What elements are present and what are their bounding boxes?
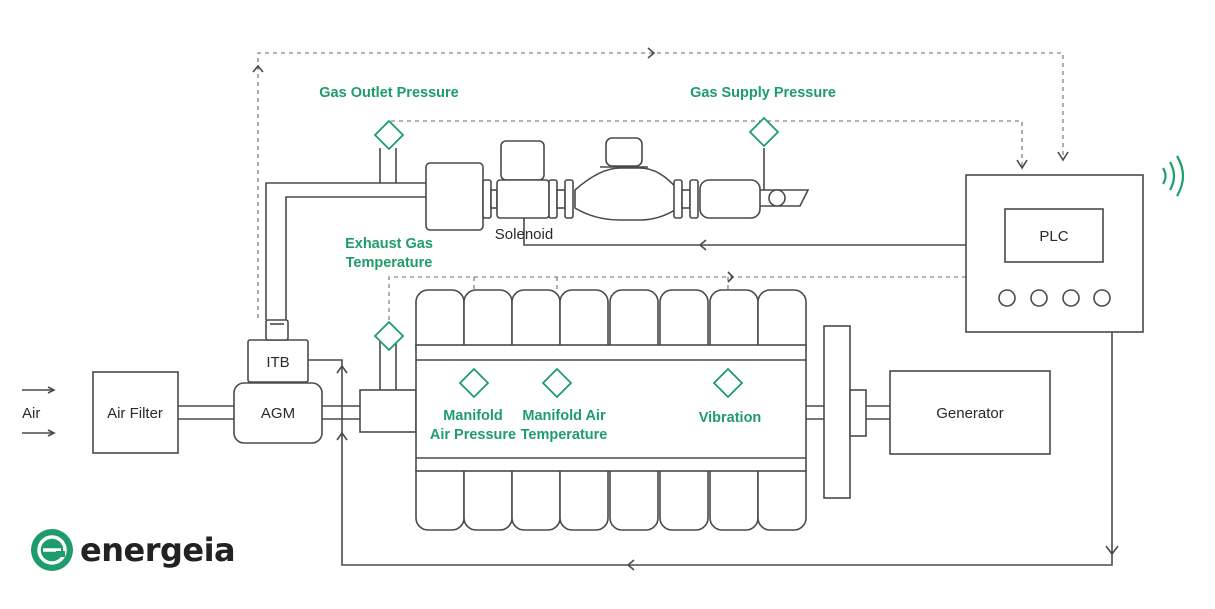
return-loop — [308, 332, 1119, 571]
engine-block — [359, 289, 1051, 531]
solenoid-label: Solenoid — [495, 226, 553, 243]
manifold-pressure-label-line2: Air Pressure — [430, 427, 516, 443]
wireless-signal-icon — [1162, 155, 1185, 197]
gas-outlet-pressure-label: Gas Outlet Pressure — [319, 85, 458, 101]
itb-label: ITB — [266, 354, 289, 371]
signal-loop-top — [252, 47, 1069, 318]
manifold-pressure-label-line1: Manifold — [443, 408, 503, 424]
generator-label: Generator — [936, 405, 1004, 422]
gas-supply-pressure-sensor-icon — [748, 116, 780, 148]
gas-supply-pressure-label: Gas Supply Pressure — [690, 85, 836, 101]
air-filter-label: Air Filter — [107, 405, 163, 422]
vibration-sensor-icon — [712, 367, 744, 399]
exhaust-gas-label-line2: Temperature — [346, 255, 433, 271]
energeia-logo-icon — [31, 529, 73, 571]
agm-label: AGM — [261, 405, 295, 422]
exhaust-gas-temperature-sensor-icon — [373, 320, 405, 352]
gas-outlet-pressure-sensor-icon — [373, 119, 405, 151]
air-label: Air — [22, 405, 40, 422]
gas-train — [265, 137, 966, 320]
manifold-air-temperature-sensor-icon — [541, 367, 573, 399]
plc-label: PLC — [1039, 228, 1068, 245]
manifold-temp-label-line1: Manifold Air — [522, 408, 606, 424]
brand-name: energeia — [80, 531, 235, 569]
manifold-air-pressure-sensor-icon — [458, 367, 490, 399]
gas-sensor-signal-line — [388, 120, 1028, 170]
exhaust-gas-label-line1: Exhaust Gas — [345, 236, 433, 252]
manifold-temp-label-line2: Temperature — [521, 427, 608, 443]
vibration-label: Vibration — [699, 410, 762, 426]
air-intake — [22, 319, 360, 454]
plc-unit — [965, 174, 1144, 333]
